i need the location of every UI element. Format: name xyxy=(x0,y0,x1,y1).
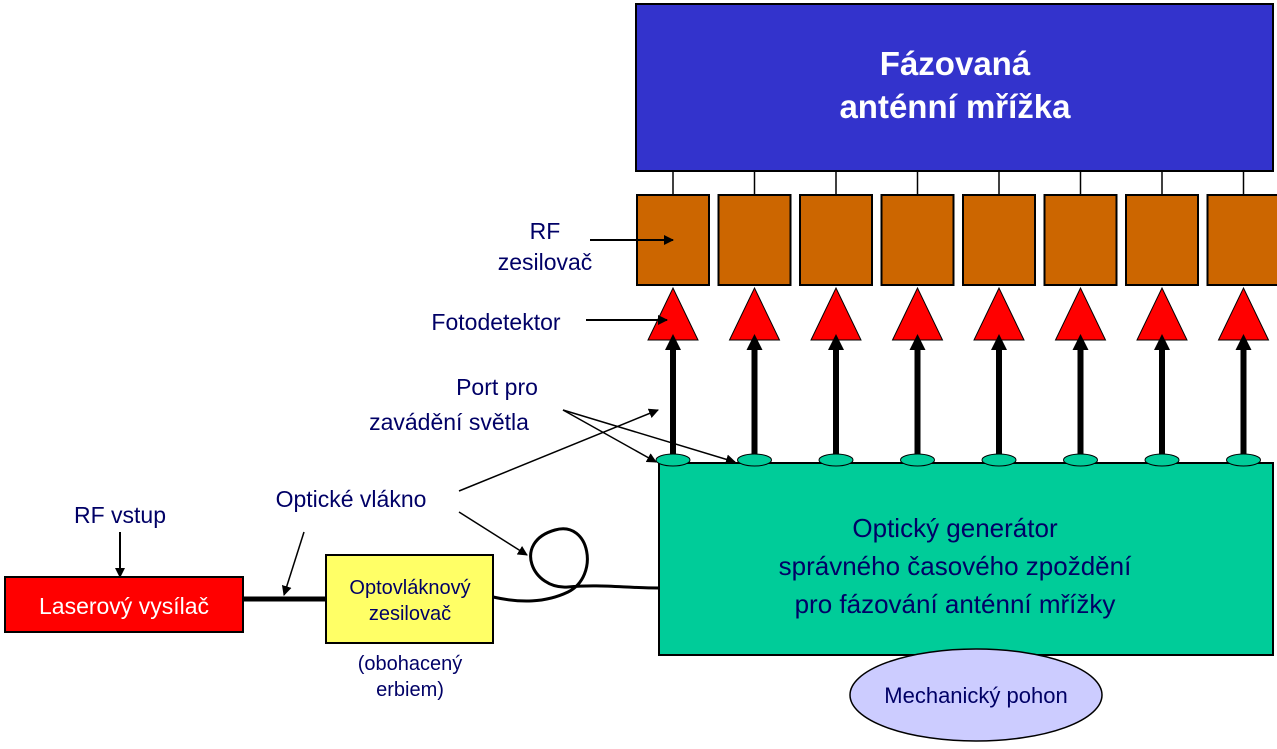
light-port xyxy=(1226,453,1261,467)
port-pointer-1 xyxy=(562,409,657,463)
rf-amplifier-label-line1: RF xyxy=(530,218,561,244)
rf-amplifier xyxy=(962,194,1036,286)
rf-amplifier xyxy=(1043,194,1118,286)
port-label-line1: Port pro xyxy=(456,374,538,400)
laser-label: Laserový vysílač xyxy=(39,593,209,619)
photodetector-triangle xyxy=(1136,286,1188,341)
photodetector-triangle xyxy=(647,286,699,341)
fiber-pointer-thick xyxy=(281,531,305,596)
light-port xyxy=(655,453,691,467)
photodetector-triangle xyxy=(891,286,944,341)
edfa-box: Optovláknový zesilovač xyxy=(325,554,494,644)
fiber-label: Optické vlákno xyxy=(276,486,427,512)
delay-generator-box: Optický generátor správného časového zpo… xyxy=(658,462,1274,656)
light-port xyxy=(1063,453,1098,467)
drive-label: Mechanický pohon xyxy=(884,683,1067,708)
rf-amplifier xyxy=(799,194,873,286)
rf-amplifier-label-line2: zesilovač xyxy=(498,249,593,275)
generator-label-line1: Optický generátor xyxy=(852,513,1058,543)
dopant-label-line2: erbiem) xyxy=(376,679,444,701)
channel-array xyxy=(636,171,1277,456)
fiber-loop xyxy=(492,527,660,603)
port-array xyxy=(655,453,1261,467)
photodetector-triangle xyxy=(1054,286,1107,341)
fiber-pointer-loop xyxy=(458,511,528,556)
rf-amplifier xyxy=(880,194,955,286)
edfa-label-line1: Optovláknový xyxy=(349,577,470,599)
laser-transmitter-box: Laserový vysílač xyxy=(4,576,244,633)
rf-amplifier xyxy=(717,194,792,286)
light-port xyxy=(818,453,854,467)
mechanical-drive: Mechanický pohon xyxy=(849,648,1103,742)
antenna-title-line2: anténní mřížka xyxy=(839,88,1071,125)
photodetector-triangle xyxy=(728,286,781,341)
edfa-label-line2: zesilovač xyxy=(369,603,451,625)
photodetector-triangle xyxy=(810,286,862,341)
rf-input-label: RF vstup xyxy=(74,502,166,528)
port-label-line2: zavádění světla xyxy=(369,409,529,435)
light-port xyxy=(981,453,1017,467)
rf-amplifier xyxy=(1125,194,1199,286)
dopant-label-line1: (obohacený xyxy=(358,653,463,675)
generator-label-line3: pro fázování anténní mřížky xyxy=(795,589,1116,619)
photodetector-triangle xyxy=(973,286,1025,341)
fiber-pointer-port xyxy=(458,408,659,492)
rf-amplifier xyxy=(1206,194,1277,286)
light-port xyxy=(737,453,772,467)
light-port xyxy=(900,453,935,467)
antenna-array-box: Fázovaná anténní mřížka xyxy=(635,3,1274,172)
photodetector-label: Fotodetektor xyxy=(431,309,560,335)
photodetector-triangle xyxy=(1217,286,1270,341)
generator-label-line2: správného časového zpoždění xyxy=(779,551,1132,581)
light-port xyxy=(1144,453,1180,467)
antenna-title-line1: Fázovaná xyxy=(880,45,1031,82)
port-pointer-2 xyxy=(562,409,736,465)
